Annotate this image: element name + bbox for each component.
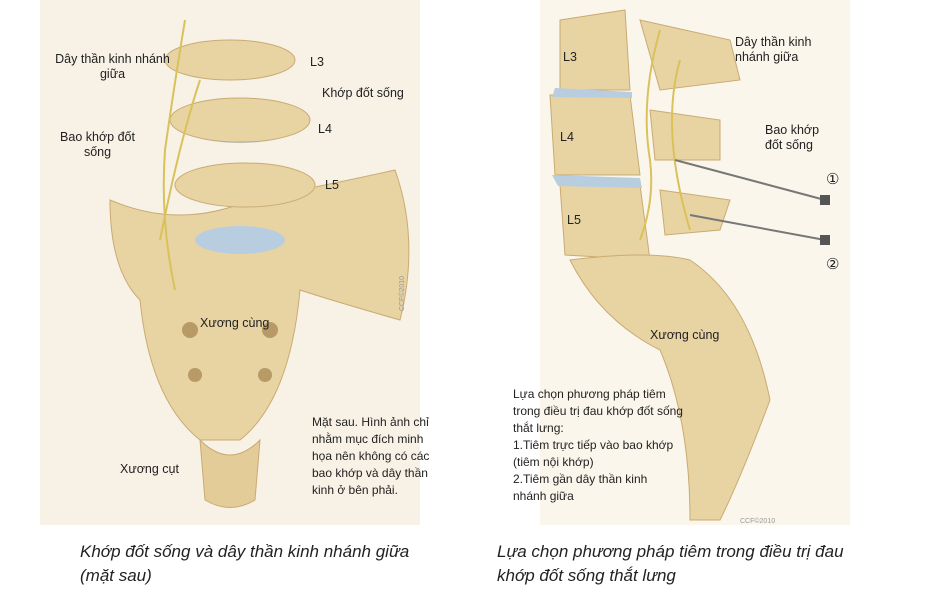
right-label-medial-branch: Dây thần kinh nhánh giữa [735, 35, 812, 64]
left-label-l3: L3 [310, 55, 324, 69]
right-note-item-1: 1.Tiêm trực tiếp vào bao khớp (tiêm nội … [513, 438, 674, 469]
right-label-l5: L5 [567, 213, 581, 227]
left-label-l4: L4 [318, 122, 332, 136]
right-caption: Lựa chọn phương pháp tiêm trong điều trị… [497, 542, 844, 585]
left-label-coccyx: Xương cụt [120, 462, 179, 476]
left-copyright: CCF©2010 [399, 275, 407, 312]
right-label-capsule: Bao khớp đốt sống [765, 123, 820, 152]
left-label-medial-branch: Dây thần kinh nhánh giữa [55, 52, 170, 81]
right-label-l4: L4 [560, 130, 574, 144]
needle-1-label: ① [826, 171, 840, 188]
right-note-title: Lựa chọn phương pháp tiêm trong điều trị… [513, 387, 683, 435]
right-note-item-2: 2.Tiêm gần dây thần kinh nhánh giữa [513, 472, 648, 503]
needle-2-label: ② [826, 256, 840, 273]
right-note: Lựa chọn phương pháp tiêm trong điều trị… [513, 386, 683, 505]
right-label-l3: L3 [563, 50, 577, 64]
right-copyright: CCF©2010 [740, 518, 776, 525]
left-label-capsule: Bao khớp đốt sống [60, 130, 135, 159]
left-spine-illustration [40, 0, 420, 525]
right-label-sacrum: Xương cùng [650, 328, 720, 342]
left-note: Mặt sau. Hình ảnh chỉ nhằm mục đích minh… [312, 415, 430, 497]
right-spine-illustration [540, 0, 850, 525]
left-label-sacrum: Xương cùng [200, 316, 270, 330]
left-label-facet-joint: Khớp đốt sống [322, 86, 404, 100]
left-label-l5: L5 [325, 178, 339, 192]
left-caption: Khớp đốt sống và dây thần kinh nhánh giữ… [80, 542, 410, 585]
